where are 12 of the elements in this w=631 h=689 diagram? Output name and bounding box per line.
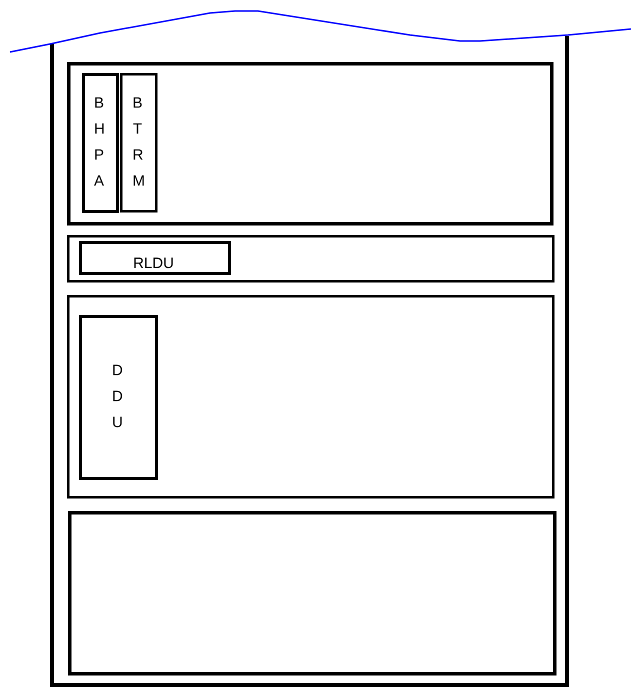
shelf-box — [67, 295, 554, 498]
module-box — [120, 73, 158, 212]
module-label: D D U — [113, 364, 122, 428]
module-label: RLDU — [134, 258, 173, 268]
shelf-box — [68, 511, 556, 676]
module-label: B H P A — [94, 97, 104, 186]
shelf-box — [67, 235, 554, 282]
module-box — [79, 241, 231, 275]
module-label: B T R M — [133, 97, 144, 186]
module-box — [79, 315, 158, 480]
module-box — [82, 73, 119, 213]
shelf-box — [67, 62, 554, 226]
